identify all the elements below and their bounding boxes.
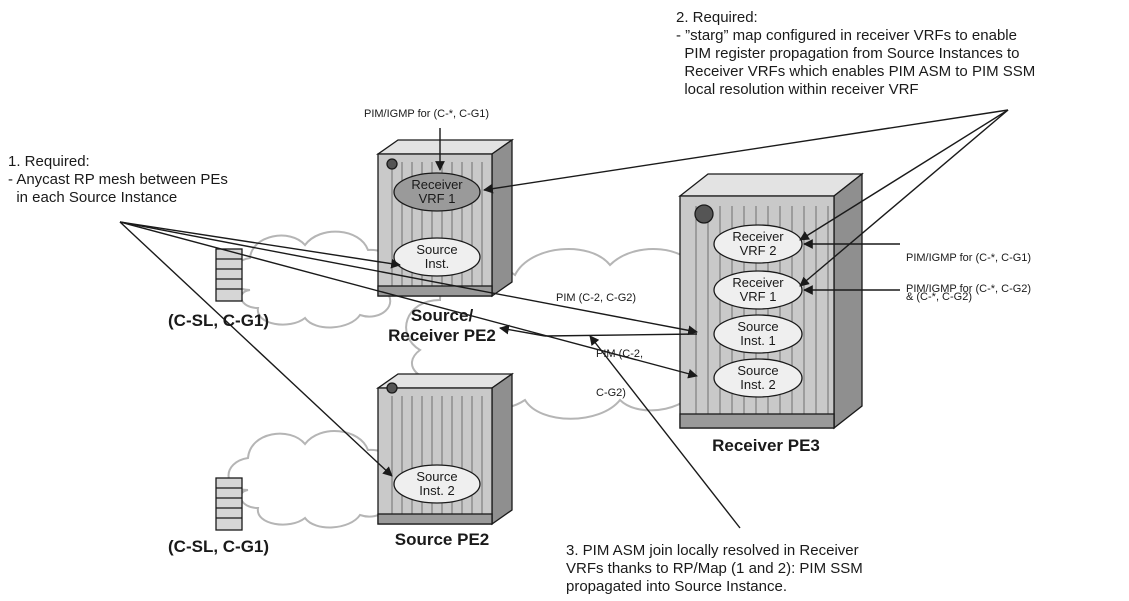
oval-text-receiver-vrf-1: Receiver VRF 1 — [411, 177, 463, 206]
device-label-source-pe2: Source PE2 — [394, 530, 490, 549]
note-required-1: 1. Required: - Anycast RP mesh between P… — [8, 153, 228, 206]
source-label: (C-SL, C-G1) — [168, 537, 270, 556]
oval-receiver-vrf-2 — [713, 224, 803, 264]
device-label-receiver-pe3: Receiver PE3 — [712, 436, 820, 455]
oval-receiver-vrf-1 — [393, 172, 481, 212]
oval-text-source-inst-1: Source Inst. 1 — [737, 319, 779, 348]
label-pim-c2-lower: PIM (C-2, C-G2) — [596, 348, 644, 399]
oval-text-source-inst-2: Source Inst. 2 — [416, 469, 458, 498]
label-pim-igmp-right-1: PIM/IGMP for (C-*, C-G1) & (C-*, C-G2) — [906, 252, 1032, 303]
oval-receiver-vrf-1 — [713, 270, 803, 310]
oval-text-source-inst-2: Source Inst. 2 — [737, 363, 779, 392]
source-server-icon — [215, 477, 243, 531]
router-source-receiver-pe2 — [375, 138, 515, 298]
note-required-2: 2. Required: - ”starg” map configured in… — [676, 9, 1036, 98]
router-source-pe2 — [375, 372, 515, 526]
oval-text-receiver-vrf-1: Receiver VRF 1 — [732, 275, 784, 304]
label-pim-igmp-right-2: PIM/IGMP for (C-*, C-G2) — [906, 283, 1032, 295]
source-server-icon — [215, 248, 243, 302]
oval-text-receiver-vrf-2: Receiver VRF 2 — [732, 229, 784, 258]
oval-source-inst-1 — [713, 314, 803, 354]
note-step-3: 3. PIM ASM join locally resolved in Rece… — [566, 542, 863, 595]
oval-source-inst — [393, 237, 481, 277]
label-pim-c2-upper: PIM (C-2, C-G2) — [556, 292, 637, 304]
oval-source-inst-2 — [393, 464, 481, 504]
oval-text-source-inst: Source Inst. — [416, 242, 458, 271]
source-label: (C-SL, C-G1) — [168, 311, 270, 330]
device-label-source-receiver-pe2: Source/ Receiver PE2 — [388, 306, 496, 345]
network-cloud-lower-left — [227, 430, 397, 529]
callout-arrows — [119, 109, 1009, 529]
label-pim-igmp-top: PIM/IGMP for (C-*, C-G1) — [364, 108, 490, 120]
oval-source-inst-2 — [713, 358, 803, 398]
